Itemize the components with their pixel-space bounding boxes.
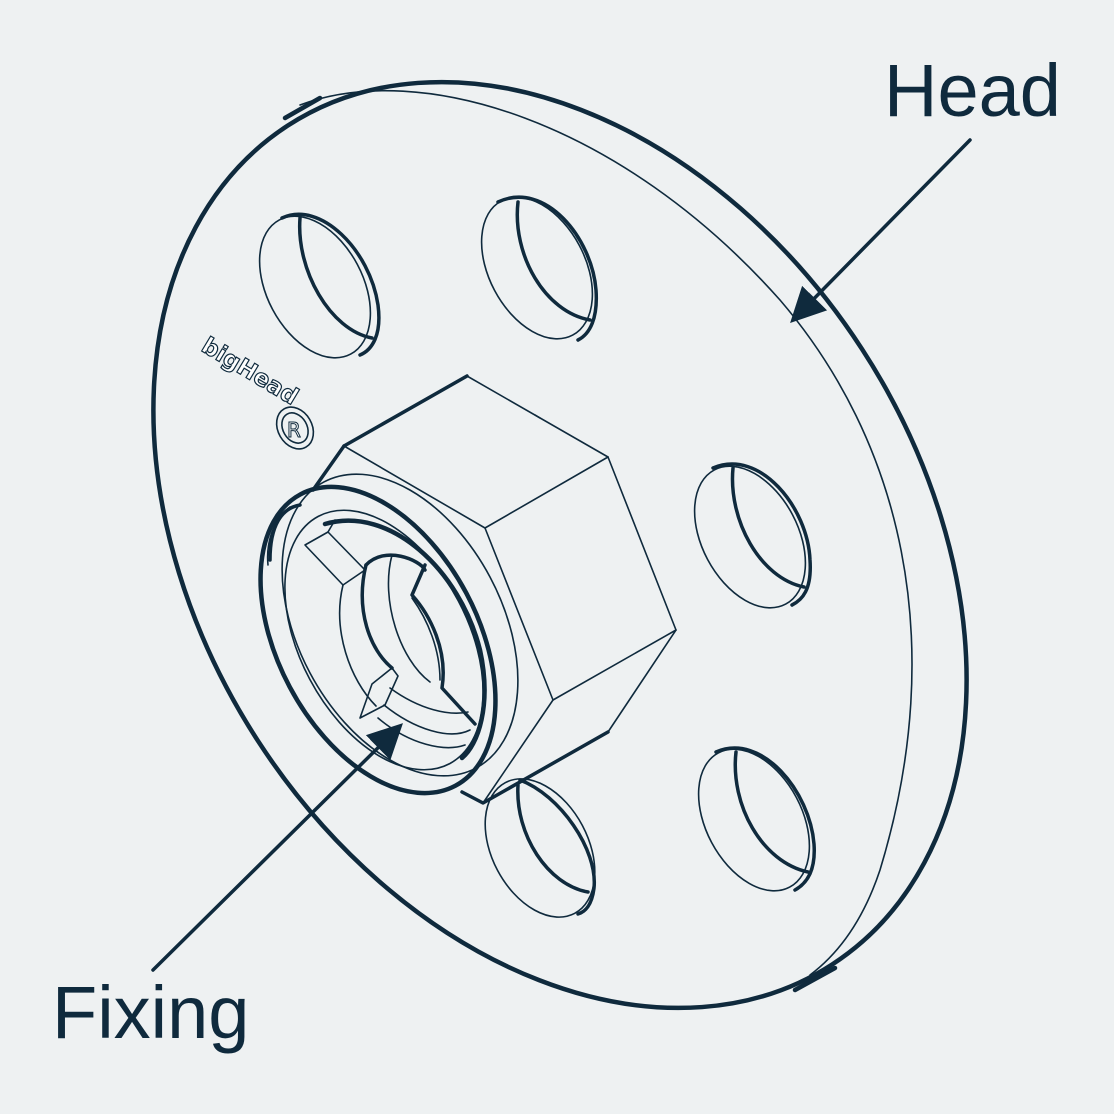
brand-name-text: bigHead [197, 333, 303, 411]
nut-top-face [343, 375, 609, 529]
head-leader-arrow [790, 138, 972, 323]
nut-collar [258, 473, 519, 796]
threaded-bore [304, 519, 477, 749]
fixing-holes [258, 195, 816, 918]
plate-rim-bottom [792, 965, 838, 993]
collar-outer-rim [258, 484, 498, 796]
hex-nut [311, 374, 677, 805]
brand-mark: bigHead R [196, 332, 315, 450]
head-label: Head [884, 49, 1061, 132]
hole-top-right [480, 195, 599, 342]
fixing-leader-arrow [151, 723, 403, 972]
nut-bottom-edge [460, 730, 610, 805]
nut-right-face [484, 456, 677, 701]
hole-bottom-right [697, 746, 816, 892]
hole-bottom [484, 778, 596, 918]
fixing-label: Fixing [52, 971, 250, 1054]
hole-top-left [258, 212, 381, 359]
registered-mark-icon [275, 406, 315, 450]
nut-top-edge [342, 374, 469, 448]
hole-right [693, 462, 812, 609]
registered-mark-letter: R [287, 418, 301, 442]
hole-left-partial [266, 503, 302, 566]
plate-thickness-line [299, 89, 913, 976]
plate-rim-top [282, 95, 323, 121]
collar-inner-lip [322, 518, 487, 761]
